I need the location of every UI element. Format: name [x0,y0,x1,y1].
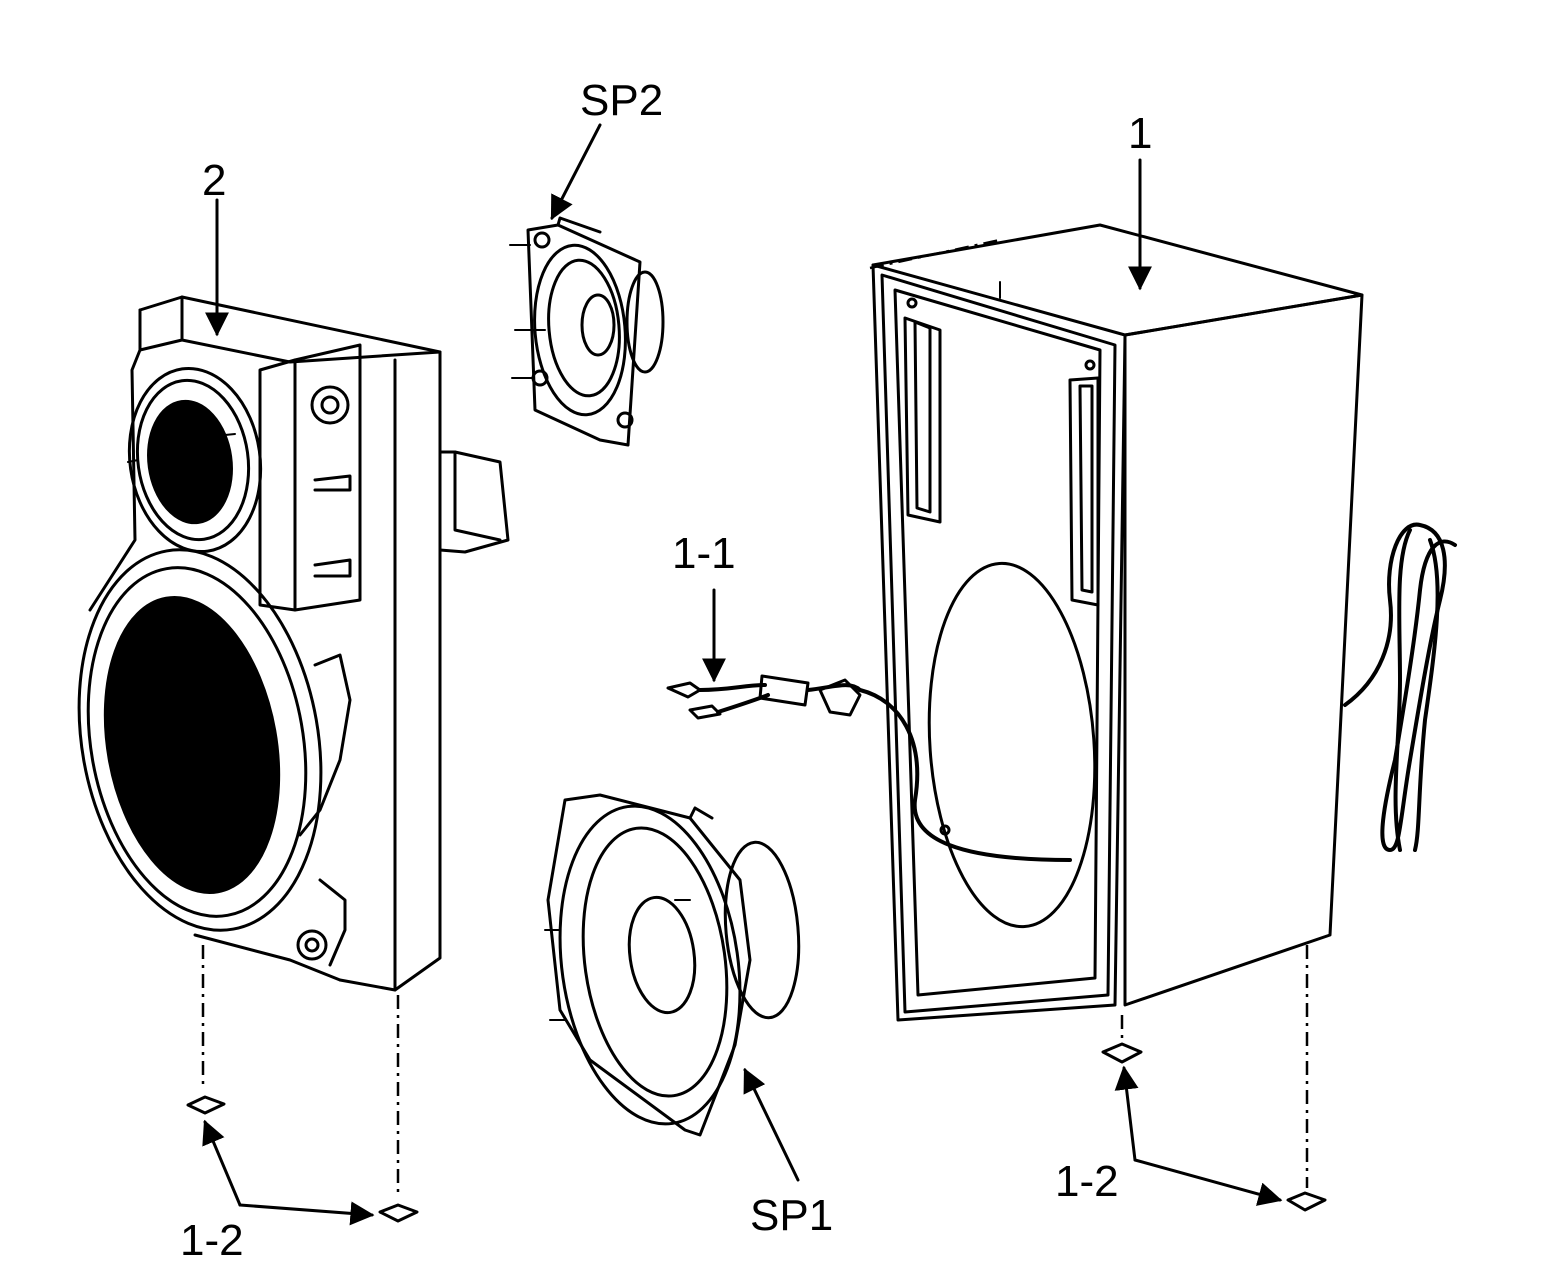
label-part-1-1: 1-1 [672,529,736,578]
woofer-sp1 [544,793,801,1137]
label-sp1: SP1 [750,1191,833,1240]
tweeter-sp2 [509,216,665,447]
label-part-2: 2 [202,156,226,205]
assembly-axis-lines [201,238,1309,1198]
speaker-cabinet [871,223,1364,1022]
label-sp2: SP2 [580,76,663,125]
callout-arrows [202,123,1283,1226]
label-part-1: 1 [1128,109,1152,158]
power-cable [1343,522,1457,853]
wire-harness [666,674,1072,862]
rubber-feet [186,1042,1327,1223]
front-baffle [77,295,510,992]
label-part-1-2-right: 1-2 [1055,1157,1119,1206]
label-part-1-2-left: 1-2 [180,1216,244,1265]
